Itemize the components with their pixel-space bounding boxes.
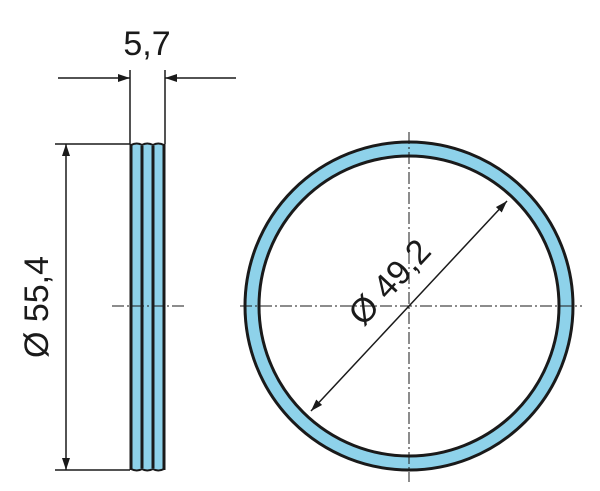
- side-view: [112, 142, 185, 472]
- inner-diameter-dimension: [310, 200, 508, 412]
- inner-diameter-label: Ø 49,2: [341, 232, 438, 333]
- outer-diameter-dimension: [55, 143, 130, 471]
- outer-diameter-label: Ø 55,4: [18, 256, 56, 358]
- width-dimension-label: 5,7: [123, 25, 170, 63]
- side-ring-fill: [130, 144, 165, 470]
- width-dimension: [58, 70, 236, 144]
- front-view: [240, 132, 582, 482]
